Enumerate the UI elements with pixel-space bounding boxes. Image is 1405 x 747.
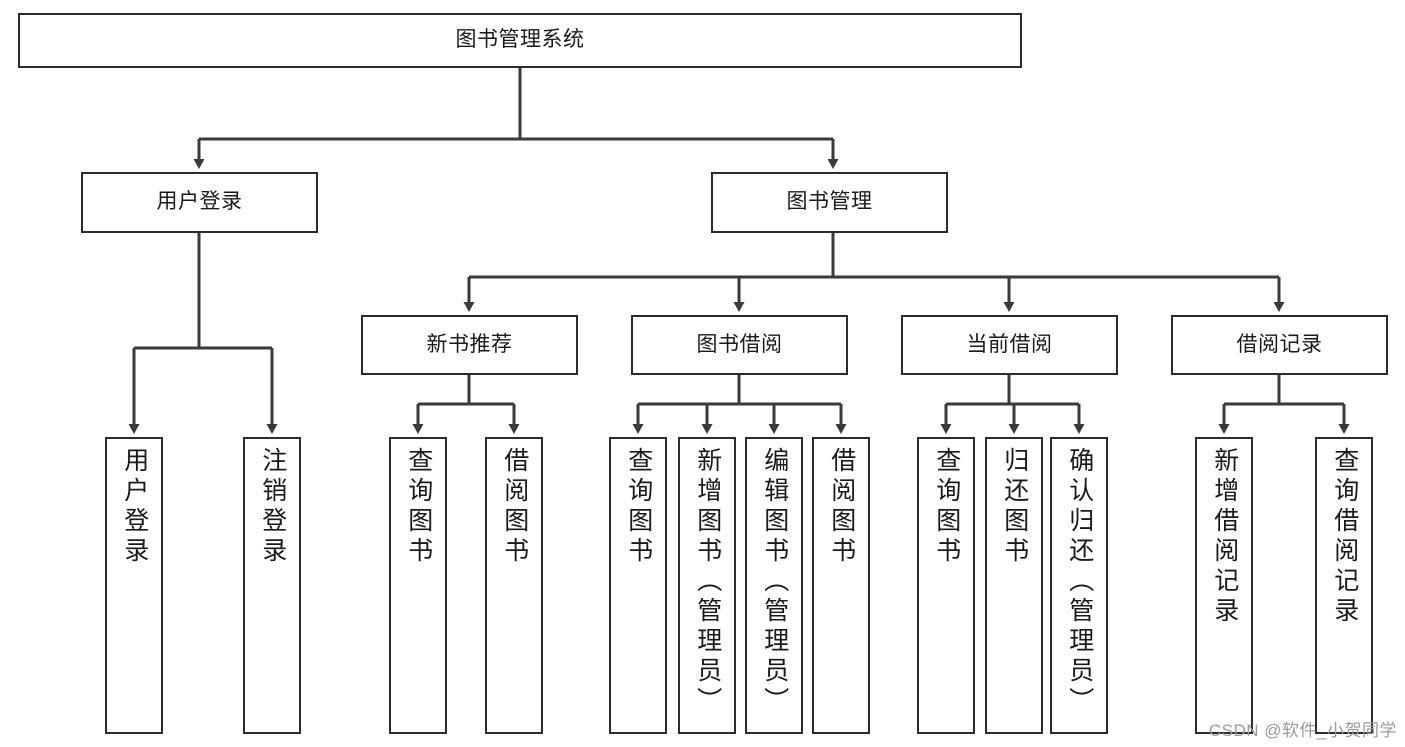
watermark-text: CSDN @软件_小贺同学 xyxy=(1208,721,1397,740)
node-leaf-confirm-return[interactable]: 确认归还（管理员） xyxy=(1050,437,1108,734)
node-leaf-query-book-a-label: 查询图书 xyxy=(404,447,433,567)
node-leaf-query-record[interactable]: 查询借阅记录 xyxy=(1315,437,1373,734)
node-leaf-borrow-book-b[interactable]: 借阅图书 xyxy=(812,437,870,734)
node-borrow-record-label: 借阅记录 xyxy=(1236,332,1323,356)
node-leaf-borrow-book-b-label: 借阅图书 xyxy=(827,447,856,567)
node-leaf-borrow-book-a[interactable]: 借阅图书 xyxy=(485,437,543,734)
node-book-borrow-label: 图书借阅 xyxy=(696,332,783,356)
node-leaf-user-login[interactable]: 用户登录 xyxy=(105,437,163,734)
node-leaf-query-book-c[interactable]: 查询图书 xyxy=(917,437,975,734)
node-leaf-borrow-book-a-label: 借阅图书 xyxy=(500,447,529,567)
node-root-label: 图书管理系统 xyxy=(455,28,585,52)
node-root[interactable]: 图书管理系统 xyxy=(18,13,1022,68)
node-leaf-edit-book[interactable]: 编辑图书（管理员） xyxy=(745,437,803,734)
node-leaf-query-book-a[interactable]: 查询图书 xyxy=(389,437,447,734)
node-book-manage[interactable]: 图书管理 xyxy=(711,172,948,233)
node-leaf-confirm-return-label: 确认归还（管理员） xyxy=(1065,447,1094,717)
node-leaf-user-login-label: 用户登录 xyxy=(120,447,149,567)
node-leaf-query-book-c-label: 查询图书 xyxy=(932,447,961,567)
node-leaf-return-book-label: 归还图书 xyxy=(1000,447,1029,567)
node-book-borrow[interactable]: 图书借阅 xyxy=(631,315,848,375)
node-new-book-recommend-label: 新书推荐 xyxy=(426,332,513,356)
node-current-borrow-label: 当前借阅 xyxy=(966,332,1053,356)
node-leaf-return-book[interactable]: 归还图书 xyxy=(985,437,1043,734)
node-leaf-user-logout[interactable]: 注销登录 xyxy=(243,437,301,734)
node-new-book-recommend[interactable]: 新书推荐 xyxy=(361,315,578,375)
node-leaf-add-book[interactable]: 新增图书（管理员） xyxy=(678,437,736,734)
node-borrow-record[interactable]: 借阅记录 xyxy=(1171,315,1388,375)
node-leaf-query-record-label: 查询借阅记录 xyxy=(1330,447,1359,627)
node-leaf-user-logout-label: 注销登录 xyxy=(258,447,287,567)
node-leaf-query-book-b[interactable]: 查询图书 xyxy=(609,437,667,734)
node-leaf-query-book-b-label: 查询图书 xyxy=(624,447,653,567)
node-user-login[interactable]: 用户登录 xyxy=(81,172,318,233)
node-leaf-add-book-label: 新增图书（管理员） xyxy=(693,447,722,717)
node-book-manage-label: 图书管理 xyxy=(786,190,873,214)
node-leaf-add-record-label: 新增借阅记录 xyxy=(1210,447,1239,627)
node-leaf-add-record[interactable]: 新增借阅记录 xyxy=(1195,437,1253,734)
node-current-borrow[interactable]: 当前借阅 xyxy=(901,315,1118,375)
node-user-login-label: 用户登录 xyxy=(156,190,243,214)
node-leaf-edit-book-label: 编辑图书（管理员） xyxy=(760,447,789,717)
